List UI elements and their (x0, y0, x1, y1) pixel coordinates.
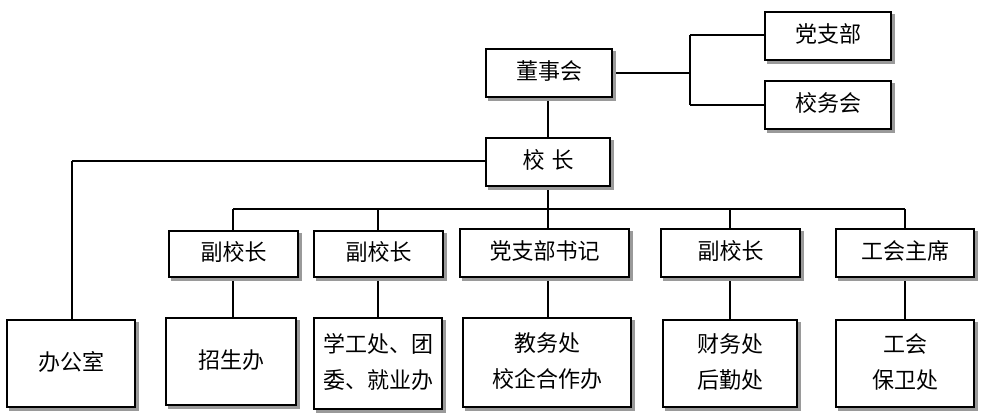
vice-principal-1-label: 副校长 (200, 241, 267, 267)
board-node[interactable]: 董事会 (485, 48, 613, 98)
board-label: 董事会 (515, 60, 582, 86)
principal-node[interactable]: 校 长 (485, 137, 611, 187)
admissions-office-label: 招生办 (197, 348, 264, 374)
vice-principal-2-node[interactable]: 副校长 (313, 230, 444, 278)
party-secretary-label: 党支部书记 (489, 240, 600, 266)
union-chair-label: 工会主席 (860, 240, 949, 266)
academic-affairs-node[interactable]: 教务处 校企合作办 (462, 317, 632, 408)
student-affairs-node[interactable]: 学工处、团 委、就业办 (313, 317, 443, 410)
student-affairs-line-2: 委、就业办 (322, 368, 433, 394)
union-security-line-2: 保卫处 (871, 368, 938, 394)
vice-principal-2-label: 副校长 (345, 241, 412, 267)
finance-logistics-line-2: 后勤处 (696, 368, 763, 394)
vice-principal-1-node[interactable]: 副校长 (168, 230, 299, 278)
office-node[interactable]: 办公室 (6, 319, 136, 408)
party-branch-node[interactable]: 党支部 (764, 11, 892, 61)
academic-affairs-line-1: 教务处 (513, 332, 580, 358)
student-affairs-line-1: 学工处、团 (322, 333, 433, 359)
principal-label: 校 长 (522, 149, 574, 175)
school-affairs-committee-node[interactable]: 校务会 (764, 80, 892, 130)
party-secretary-node[interactable]: 党支部书记 (459, 228, 630, 278)
vice-principal-3-label: 副校长 (697, 240, 764, 266)
office-label: 办公室 (37, 350, 104, 376)
academic-affairs-line-2: 校企合作办 (491, 367, 602, 393)
admissions-office-node[interactable]: 招生办 (165, 317, 297, 406)
vice-principal-3-node[interactable]: 副校长 (660, 228, 801, 278)
finance-logistics-node[interactable]: 财务处 后勤处 (662, 319, 798, 408)
finance-logistics-line-1: 财务处 (696, 333, 763, 359)
school-affairs-committee-label: 校务会 (794, 92, 861, 118)
union-security-node[interactable]: 工会 保卫处 (835, 319, 975, 408)
party-branch-label: 党支部 (794, 23, 861, 49)
union-chair-node[interactable]: 工会主席 (835, 228, 975, 278)
union-security-line-1: 工会 (882, 333, 927, 359)
